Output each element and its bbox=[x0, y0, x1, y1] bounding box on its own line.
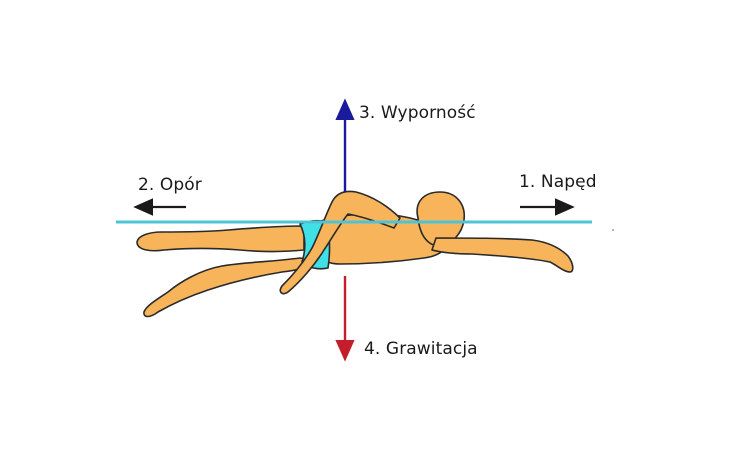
swimmer-figure bbox=[136, 190, 574, 318]
drag-label: 2. Opór bbox=[138, 175, 202, 195]
swimmer-lower-leg bbox=[143, 257, 315, 318]
swimmer-upper-leg bbox=[136, 225, 305, 253]
water-line-dot bbox=[612, 229, 614, 231]
gravity-label: 4. Grawitacja bbox=[364, 339, 478, 359]
swimmer-extended-arm bbox=[431, 237, 574, 273]
buoyancy-label: 3. Wyporność bbox=[359, 103, 476, 123]
swimmer-head bbox=[416, 191, 465, 247]
propulsion-label: 1. Napęd bbox=[519, 172, 597, 192]
